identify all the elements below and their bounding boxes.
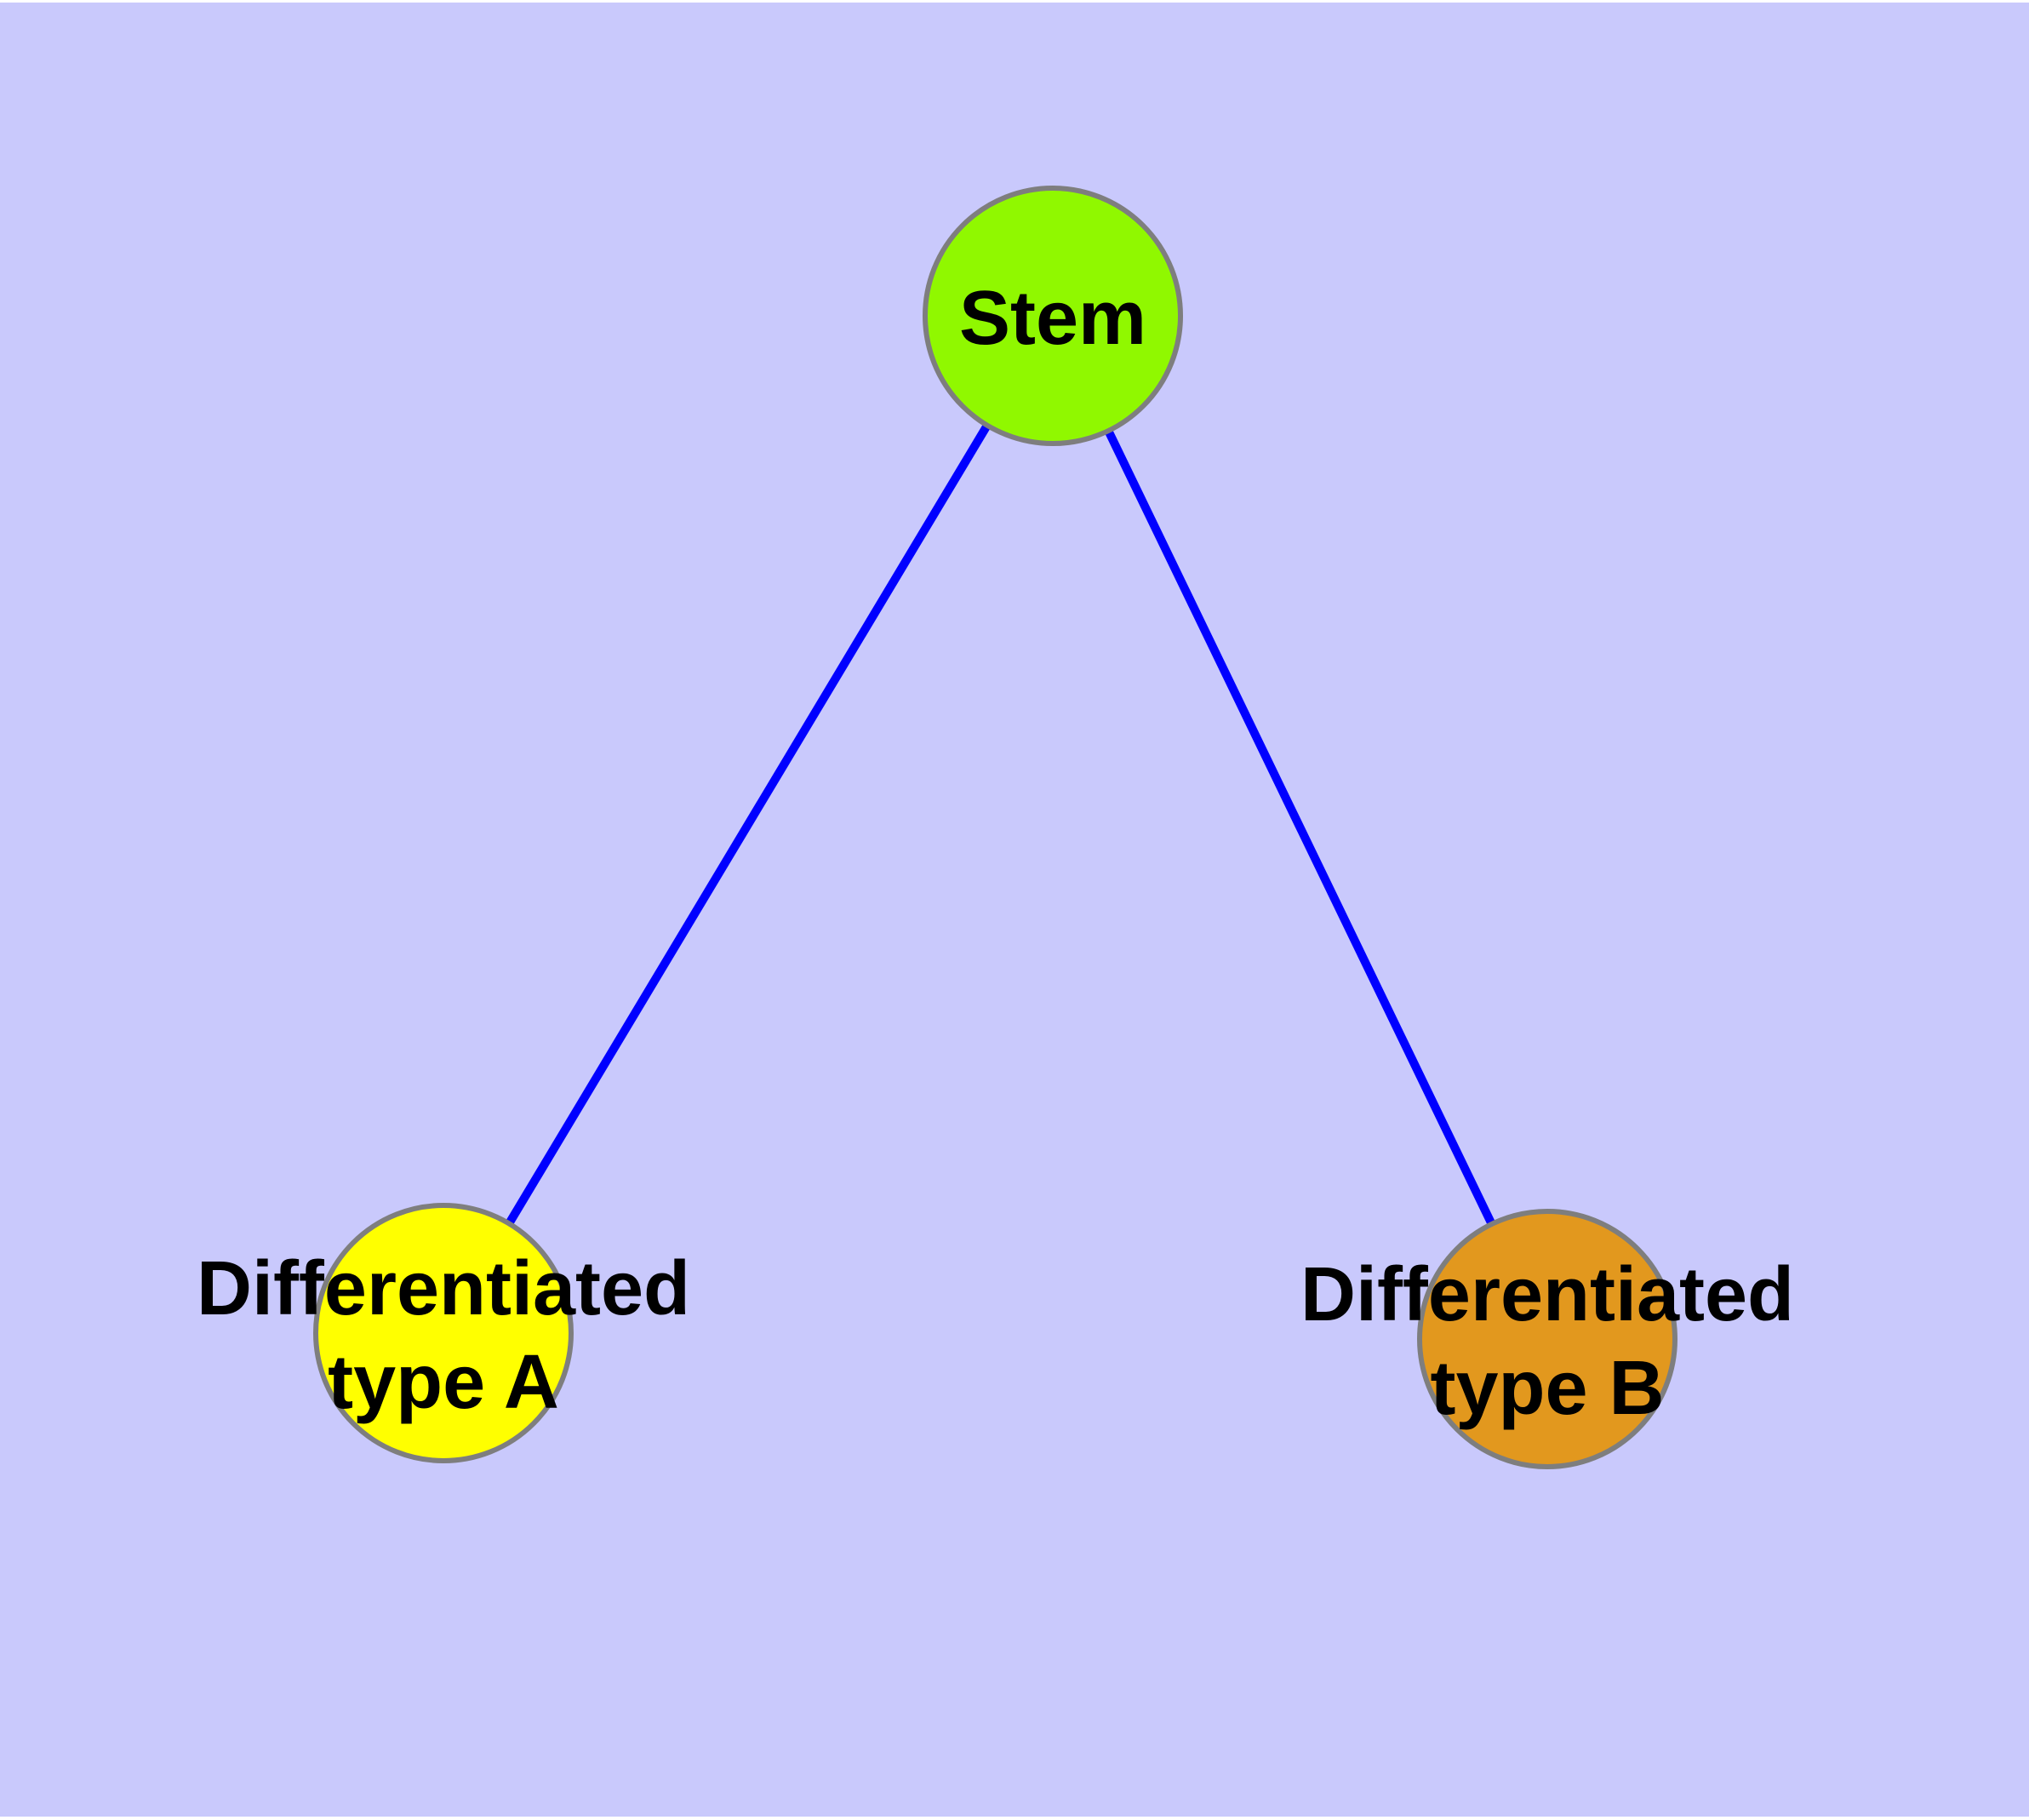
- edge-stem-diff-b: [1049, 313, 1552, 1342]
- node-diff-b-label-line2: type B: [1430, 1346, 1664, 1431]
- node-group-diff-a: Differentiated type A: [197, 1203, 690, 1463]
- node-diff-b-circle: [1417, 1209, 1677, 1469]
- node-stem-label-line1: Stem: [959, 276, 1146, 361]
- edge-stem-diff-a: [439, 313, 1057, 1336]
- node-group-stem: Stem: [923, 186, 1183, 446]
- node-diff-a-label-line1: Differentiated: [197, 1246, 690, 1331]
- node-group-diff-b: Differentiated type B: [1300, 1209, 1794, 1469]
- node-stem-circle: [923, 186, 1183, 446]
- node-diff-b-label-line1: Differentiated: [1300, 1252, 1794, 1337]
- node-diff-a-circle: [313, 1203, 574, 1463]
- node-diff-a-label-line2: type A: [328, 1340, 559, 1425]
